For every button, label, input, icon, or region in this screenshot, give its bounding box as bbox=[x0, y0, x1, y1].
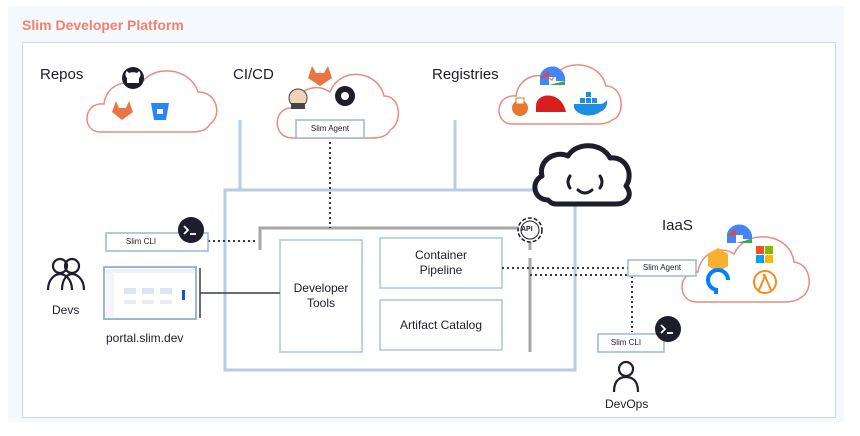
developer-tools-label: Developer Tools bbox=[293, 281, 349, 310]
redhat-icon bbox=[536, 95, 566, 112]
docker-icon bbox=[574, 100, 608, 116]
user-icon bbox=[612, 360, 640, 393]
api-badge-label: API bbox=[521, 226, 533, 233]
repos-cloud bbox=[86, 67, 218, 133]
iaas-cloud bbox=[681, 224, 810, 303]
iaas-slim-agent-label: Slim Agent bbox=[642, 263, 682, 272]
container-pipeline-box bbox=[379, 237, 503, 289]
cicd-slim-agent-label: Slim Agent bbox=[310, 124, 350, 133]
registries-label: Registries bbox=[432, 66, 499, 83]
aws-icon bbox=[708, 248, 728, 272]
developer-tools-box bbox=[279, 239, 363, 353]
microsoft-icon bbox=[756, 246, 773, 263]
artifact-catalog-box bbox=[379, 299, 503, 351]
gitlab-icon bbox=[308, 66, 332, 86]
api-gear-icon bbox=[517, 217, 543, 243]
terminal-icon bbox=[655, 316, 681, 342]
devops-cli-label: Slim CLI bbox=[610, 338, 642, 347]
cicd-label: CI/CD bbox=[233, 66, 274, 83]
repos-label: Repos bbox=[40, 66, 84, 83]
portal-link[interactable]: portal.slim.dev bbox=[106, 331, 184, 345]
digitalocean-icon bbox=[706, 268, 730, 292]
page-title: Slim Developer Platform bbox=[22, 17, 184, 33]
iaas-slim-agent-box bbox=[627, 259, 697, 277]
cloud-connectors bbox=[238, 120, 457, 190]
cicd-cloud bbox=[276, 66, 399, 139]
devops-cli-box bbox=[597, 333, 665, 353]
gcp-icon bbox=[727, 224, 753, 243]
gcp-icon bbox=[540, 66, 566, 85]
gitlab-icon bbox=[112, 101, 133, 120]
terminal-icon bbox=[178, 217, 204, 243]
portal-thumbnail bbox=[103, 266, 197, 320]
devs-cli-label: Slim CLI bbox=[125, 237, 157, 246]
iaas-label: IaaS bbox=[662, 217, 693, 234]
registries-cloud bbox=[498, 64, 622, 125]
users-icon bbox=[46, 257, 86, 291]
cicd-slim-agent-box bbox=[295, 119, 365, 139]
devops-label: DevOps bbox=[605, 397, 649, 411]
devs-label: Devs bbox=[52, 303, 80, 317]
slim-cloud-logo bbox=[532, 143, 632, 207]
container-pipeline-label: Container Pipeline bbox=[414, 248, 468, 277]
artifact-catalog-label: Artifact Catalog bbox=[399, 318, 483, 332]
